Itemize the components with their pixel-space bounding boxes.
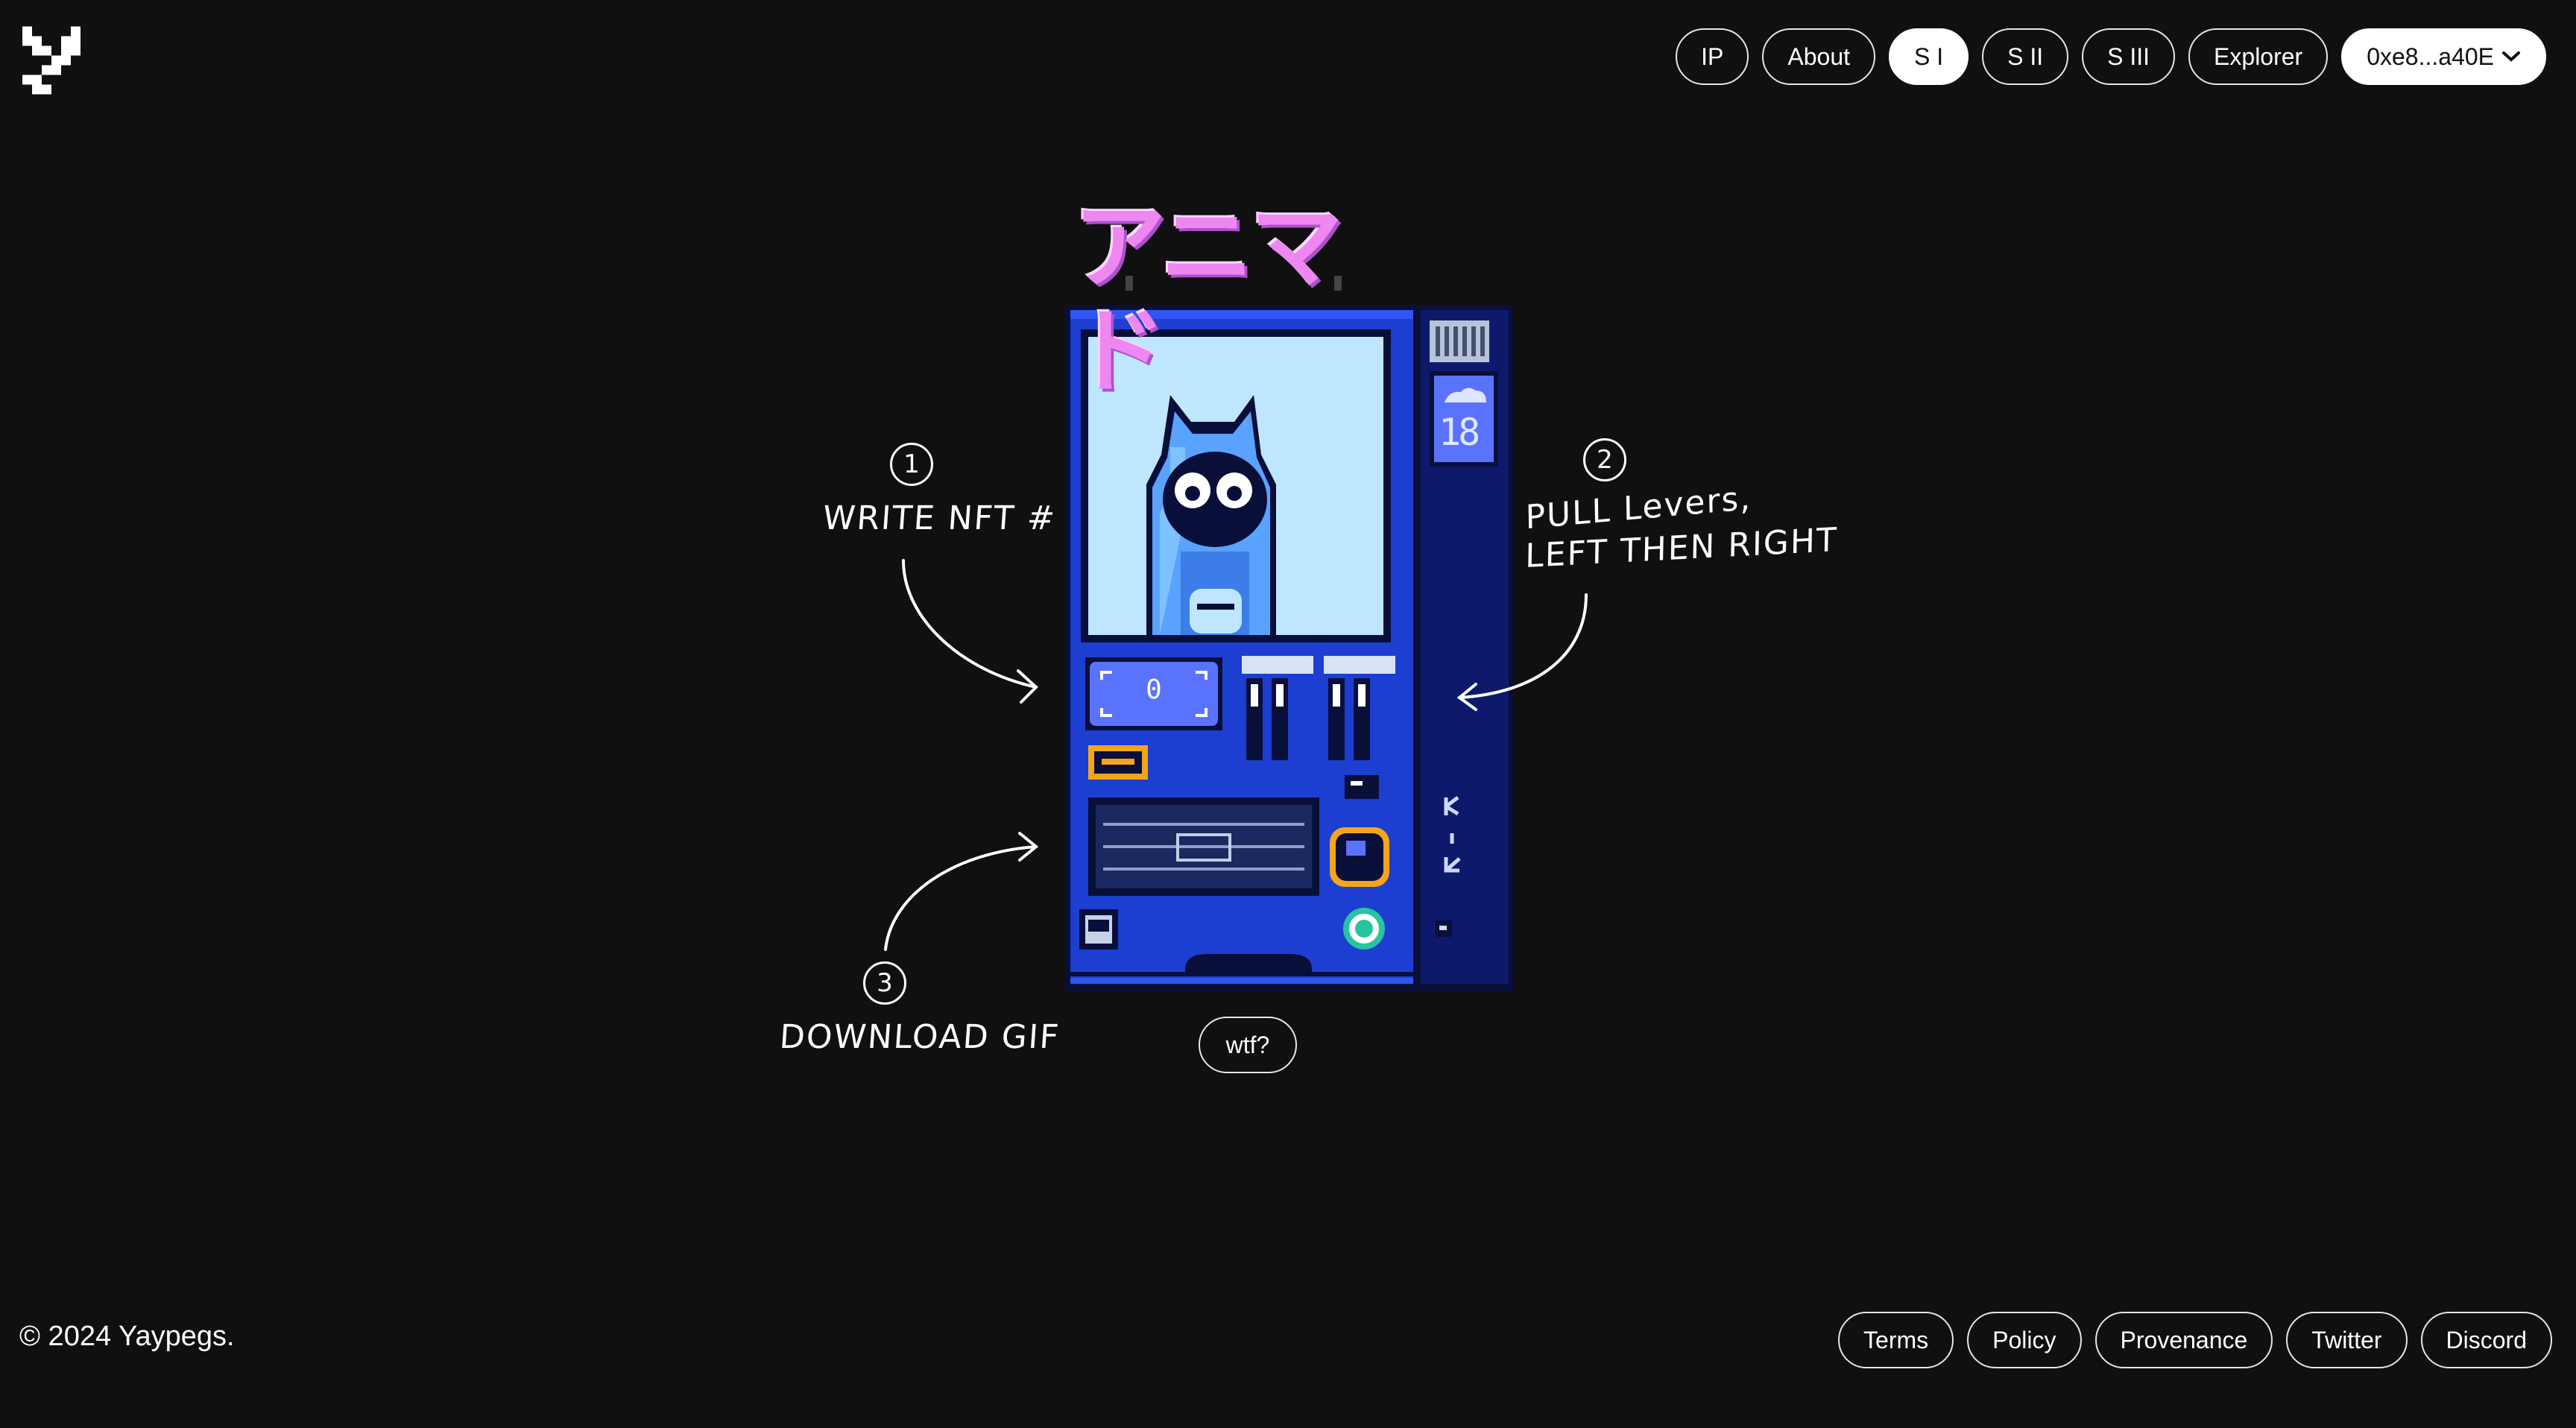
top-nav: IP About S I S II S III Explorer 0xe8...…	[1676, 28, 2546, 85]
arrow-step-1-icon	[902, 559, 1038, 689]
step-1-label: WRITE NFT #	[821, 499, 1058, 537]
machine-sign: アニマド	[1073, 194, 1343, 405]
nav-explorer[interactable]: Explorer	[2188, 28, 2329, 85]
footer-link-discord[interactable]: Discord	[2420, 1312, 2552, 1368]
lever-left	[1242, 656, 1313, 760]
side-arrow-icon	[1444, 796, 1461, 873]
wtf-button[interactable]: wtf?	[1199, 1017, 1297, 1073]
wallet-address: 0xe8...a40E	[2367, 42, 2494, 70]
step-3-label: DOWNLOAD GIF	[778, 1018, 1061, 1056]
footer-link-provenance[interactable]: Provenance	[2094, 1312, 2273, 1368]
wallet-button[interactable]: 0xe8...a40E	[2341, 28, 2546, 85]
nft-number-input[interactable]: 0	[1146, 674, 1162, 705]
footer-link-terms[interactable]: Terms	[1838, 1312, 1954, 1368]
nav-season-2[interactable]: S II	[1982, 28, 2069, 85]
copyright: © 2024 Yaypegs.	[19, 1321, 235, 1352]
nav-ip[interactable]: IP	[1676, 28, 1749, 85]
footer-link-twitter[interactable]: Twitter	[2286, 1312, 2408, 1368]
footer-link-policy[interactable]: Policy	[1967, 1312, 2082, 1368]
arrow-step-3-icon	[884, 845, 1038, 951]
yaypegs-logo-icon[interactable]	[22, 26, 80, 95]
wechat-pay-icon	[1343, 908, 1385, 950]
nav-season-1[interactable]: S I	[1889, 28, 1969, 85]
step-2-badge: 2	[1583, 438, 1626, 481]
cloud-icon	[1445, 388, 1486, 402]
cat-character-icon	[1146, 395, 1276, 635]
footer-nav: Terms Policy Provenance Twitter Discord	[1838, 1312, 2552, 1368]
step-1-badge: 1	[890, 443, 933, 486]
lever-right	[1324, 656, 1395, 760]
nav-season-3[interactable]: S III	[2082, 28, 2176, 85]
nav-about[interactable]: About	[1762, 28, 1875, 85]
temperature-display: 18	[1439, 411, 1480, 454]
step-3-badge: 3	[863, 961, 906, 1005]
chevron-down-icon	[2502, 51, 2520, 62]
